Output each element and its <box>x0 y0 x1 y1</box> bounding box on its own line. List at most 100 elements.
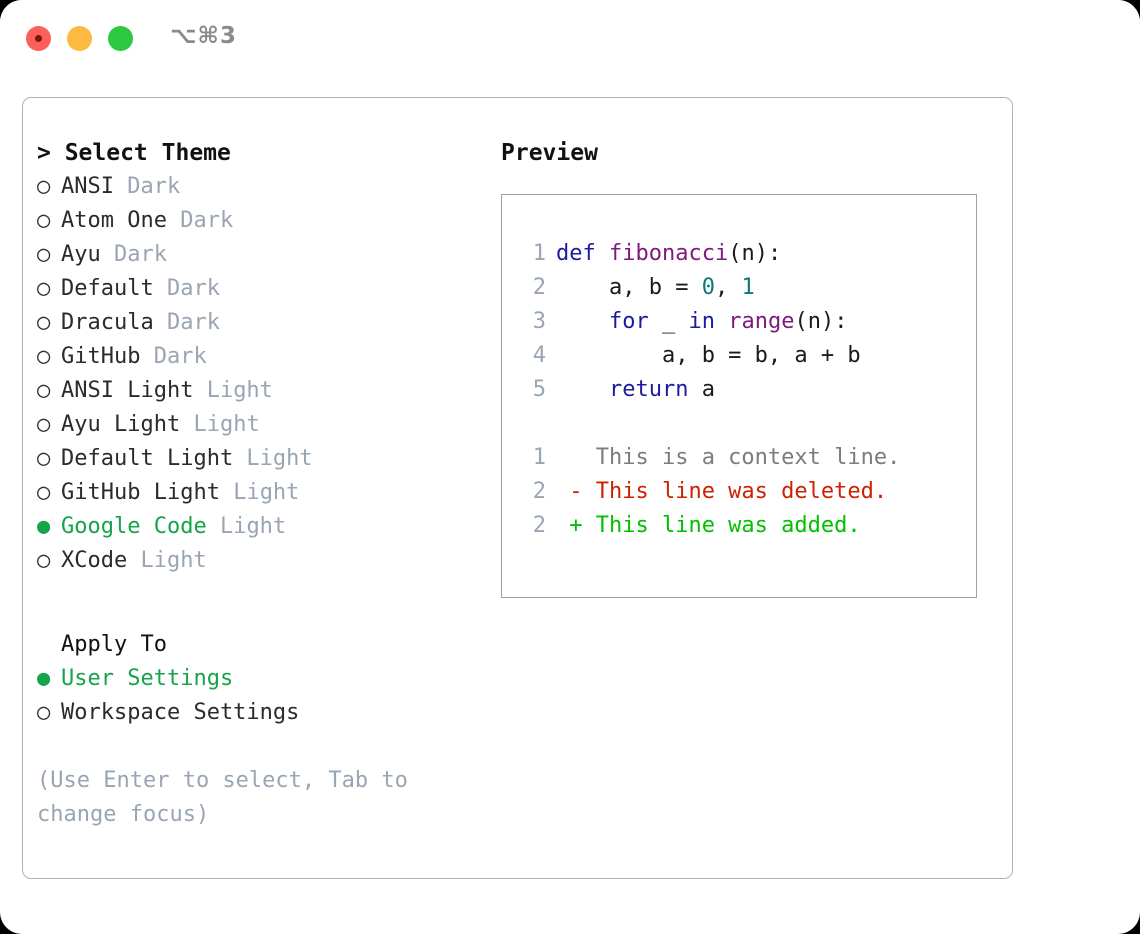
diff-content: - This line was deleted. <box>556 475 887 509</box>
theme-option-11[interactable]: ○XCode Light <box>37 544 477 578</box>
radio-unselected-icon: ○ <box>37 174 51 199</box>
theme-option-1[interactable]: ○Atom One Dark <box>37 204 477 238</box>
token-num: 1 <box>741 275 755 300</box>
theme-option-variant: Dark <box>153 276 220 301</box>
title-bar: ⌥⌘3 <box>0 0 1140 78</box>
line-number: 5 <box>532 377 546 402</box>
theme-option-10[interactable]: ● Google Code Light <box>37 510 477 544</box>
radio-unselected-icon: ○ <box>37 344 51 369</box>
token-txt: a, b = b, a + b <box>556 343 861 368</box>
token-fn: range <box>728 309 795 334</box>
select-theme-heading: > Select Theme <box>37 140 231 166</box>
token-kw: def <box>556 241 609 266</box>
code-content: a, b = b, a + b <box>556 339 861 373</box>
theme-option-variant: Dark <box>113 174 181 199</box>
radio-selected-icon: ● <box>37 666 51 691</box>
token-txt: a <box>688 377 715 402</box>
code-content: for _ in range(n): <box>556 305 847 339</box>
token-ctx: This is a context line. <box>556 445 901 470</box>
theme-option-variant: Dark <box>166 208 234 233</box>
code-line: 3 for _ in range(n): <box>520 305 976 339</box>
theme-option-7[interactable]: ○Ayu Light Light <box>37 408 477 442</box>
theme-option-label: ANSI Light <box>61 378 194 403</box>
close-button[interactable] <box>26 26 51 51</box>
theme-option-3[interactable]: ○Default Dark <box>37 272 477 306</box>
diff-line: 2 - This line was deleted. <box>520 475 976 509</box>
theme-option-variant: Light <box>193 378 273 403</box>
line-number: 1 <box>532 241 546 266</box>
token-kw: in <box>688 309 715 334</box>
theme-option-5[interactable]: ○GitHub Dark <box>37 340 477 374</box>
token-del: - This line was deleted. <box>556 479 888 504</box>
token-txt: (n): <box>794 309 848 334</box>
theme-option-8[interactable]: ○Default Light Light <box>37 442 477 476</box>
code-line: 1 def fibonacci(n): <box>520 237 976 271</box>
theme-option-0[interactable]: ○ ANSI Dark <box>37 170 477 204</box>
code-content: def fibonacci(n): <box>556 237 781 271</box>
apply-to-heading: Apply To <box>61 632 167 657</box>
code-diff-spacer <box>520 407 976 441</box>
content-panel: > Select Theme ○ANSI Dark○Atom One Dark○… <box>22 97 1013 879</box>
theme-option-label: Google Code <box>61 514 207 539</box>
radio-unselected-icon: ○ <box>37 548 51 573</box>
maximize-button[interactable] <box>108 26 133 51</box>
token-kw: return <box>608 377 689 402</box>
minimize-button[interactable] <box>67 26 92 51</box>
code-line: 4 a, b = b, a + b <box>520 339 976 373</box>
code-line: 2 a, b = 0, 1 <box>520 271 976 305</box>
radio-unselected-icon: ○ <box>37 208 51 233</box>
theme-option-variant: Dark <box>153 310 220 335</box>
preview-heading: Preview <box>501 140 598 166</box>
radio-unselected-icon: ○ <box>37 412 51 437</box>
radio-unselected-icon: ○ <box>37 446 51 471</box>
token-txt: a, b = <box>556 275 702 300</box>
line-number: 2 <box>532 479 546 504</box>
apply-option-label: User Settings <box>61 666 234 691</box>
line-number: 2 <box>532 513 546 538</box>
theme-option-label: GitHub <box>61 344 141 369</box>
theme-option-variant: Light <box>219 480 300 505</box>
theme-option-list[interactable]: ○ANSI Dark○Atom One Dark○Ayu Dark○Defaul… <box>37 170 477 578</box>
theme-option-4[interactable]: ○Dracula Dark <box>37 306 477 340</box>
theme-option-2[interactable]: ○Ayu Dark <box>37 238 477 272</box>
theme-option-label: ANSI <box>61 174 114 199</box>
apply-option-1[interactable]: ○Workspace Settings <box>37 696 477 730</box>
theme-option-variant: Light <box>206 514 287 539</box>
apply-to-option-list[interactable]: ● User Settings ○Workspace Settings <box>37 662 477 730</box>
diff-content: This is a context line. <box>556 441 901 475</box>
radio-unselected-icon: ○ <box>37 480 51 505</box>
diff-line: 2 + This line was added. <box>520 509 976 543</box>
keyboard-shortcut-label: ⌥⌘3 <box>170 23 237 49</box>
code-content: a, b = 0, 1 <box>556 271 755 305</box>
line-number: 3 <box>532 309 546 334</box>
token-num: 0 <box>701 275 715 300</box>
diff-line: 1 This is a context line. <box>520 441 976 475</box>
theme-option-6[interactable]: ○ ANSI Light Light <box>37 374 477 408</box>
token-kw: for <box>608 309 649 334</box>
radio-unselected-icon: ○ <box>37 378 51 403</box>
apply-option-0[interactable]: ● User Settings <box>37 662 477 696</box>
theme-option-label: Dracula <box>61 310 154 335</box>
theme-option-label: Ayu <box>61 242 101 267</box>
token-add: + This line was added. <box>556 513 861 538</box>
theme-option-variant: Light <box>127 548 207 573</box>
radio-selected-icon: ● <box>37 514 51 539</box>
theme-option-label: GitHub Light <box>61 480 220 505</box>
token-fn: fibonacci <box>608 241 729 266</box>
apply-option-label: Workspace Settings <box>61 700 300 725</box>
line-number: 1 <box>532 445 546 470</box>
token-txt <box>556 309 609 334</box>
keyboard-hint-text: (Use Enter to select, Tab to change focu… <box>37 768 422 827</box>
theme-picker-column: > Select Theme ○ANSI Dark○Atom One Dark○… <box>37 136 477 832</box>
diff-content: + This line was added. <box>556 509 861 543</box>
theme-option-variant: Dark <box>100 242 167 267</box>
window-controls <box>26 26 133 51</box>
token-txt <box>715 309 728 334</box>
theme-option-9[interactable]: ○ GitHub Light Light <box>37 476 477 510</box>
token-txt: _ <box>648 309 689 334</box>
theme-option-label: Default Light <box>61 446 234 471</box>
theme-option-variant: Light <box>180 412 260 437</box>
